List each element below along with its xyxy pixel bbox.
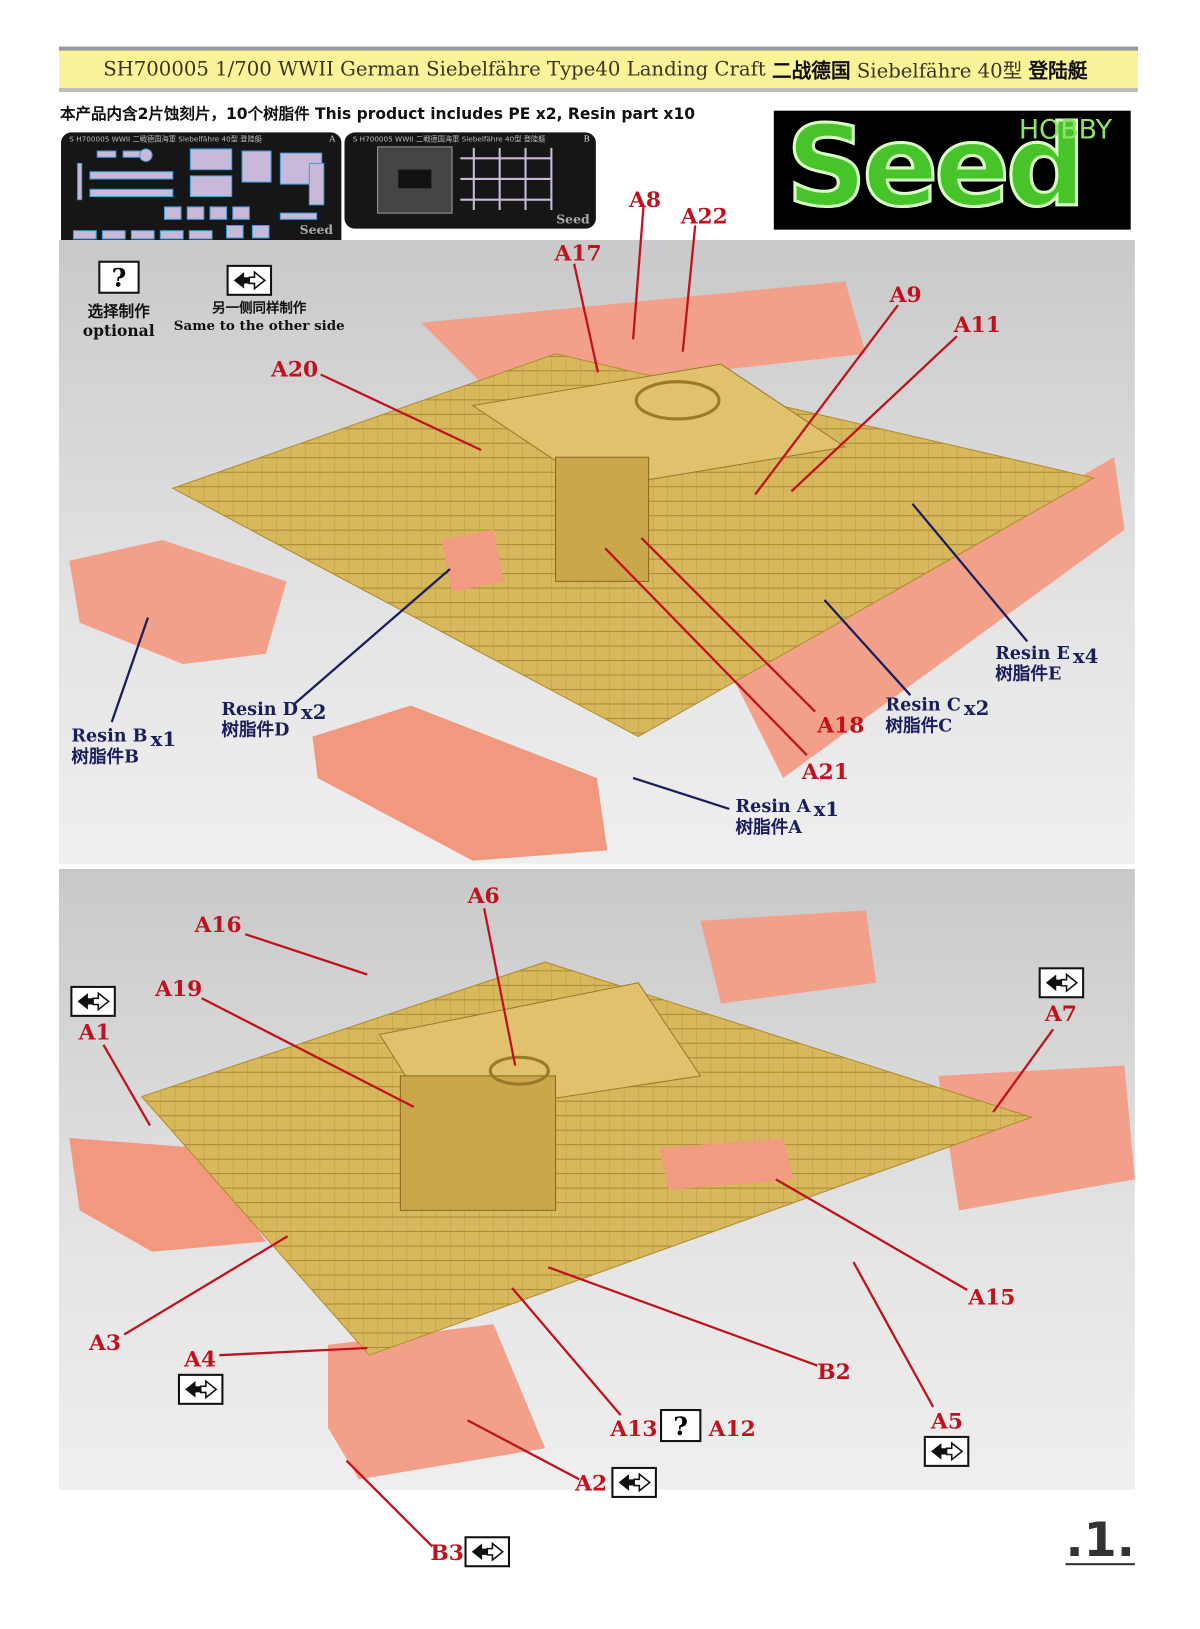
part-label: A2	[575, 1470, 608, 1496]
logo-seed: Seed	[785, 110, 1088, 230]
part-label: A21	[801, 758, 849, 785]
ship-photo-bottom	[69, 910, 1135, 1480]
legend-optional-en: optional	[82, 321, 155, 341]
resin-qty: x4	[1073, 645, 1099, 669]
contents-note: 本产品内含2片蚀刻片，10个树脂件 This product includes …	[60, 104, 696, 124]
resin-en: Resin C	[885, 695, 961, 716]
legend-same-en: Same to the other side	[173, 318, 345, 335]
pe-sheet-a: S H700005 WWII 二戦德国海軍 Siebelfähre 40型 登陸…	[61, 132, 342, 250]
part-label: A1	[78, 1018, 111, 1045]
seed-hobby-logo: Seed HOBBY	[773, 110, 1131, 230]
part-label: A11	[953, 311, 1001, 338]
title-en-2: Siebelfähre 40型	[856, 59, 1023, 83]
resin-cn: 树脂件D	[221, 719, 290, 741]
pe-sheet-b: S H700005 WWII 二戦德国海軍 Siebelfähre 40型 登陸…	[344, 132, 596, 229]
resin-en: Resin D	[221, 699, 298, 721]
pe-brand: Seed	[299, 222, 334, 237]
part-label: B2	[817, 1358, 851, 1385]
part-label: A5	[931, 1407, 964, 1434]
part-label: A7	[1044, 1000, 1077, 1027]
legend-optional-cn: 选择制作	[87, 302, 150, 321]
part-label: A22	[680, 202, 728, 229]
title-cn: 二战德国	[771, 59, 851, 83]
resin-qty: x2	[301, 701, 327, 725]
resin-qty: x1	[813, 798, 839, 822]
part-label: A4	[184, 1345, 217, 1372]
resin-qty: x2	[963, 697, 990, 721]
optional-icon: ?	[660, 1408, 702, 1443]
resin-en: Resin B	[71, 726, 148, 747]
same-other-side-icon	[464, 1536, 511, 1568]
same-other-side-icon	[226, 264, 273, 296]
pe-sheet-badge: B	[583, 134, 590, 144]
resin-cn: 树脂件C	[885, 715, 953, 737]
pe-sheet-caption: S H700005 WWII 二戦德国海軍 Siebelfähre 40型 登陸…	[352, 135, 546, 144]
title-cn-2: 登陆艇	[1028, 59, 1088, 83]
same-other-side-icon	[923, 1435, 970, 1467]
part-label: A20	[271, 355, 319, 382]
title-banner: SH700005 1/700 WWII German Siebelfähre T…	[58, 46, 1138, 93]
resin-en: Resin A	[735, 796, 811, 818]
same-other-side-icon	[611, 1466, 657, 1498]
resin-cn: 树脂件A	[735, 816, 802, 838]
page-number: .1.	[1065, 1511, 1135, 1568]
optional-icon: ?	[98, 260, 140, 294]
part-label: A18	[817, 711, 865, 738]
title-en: SH700005 1/700 WWII German Siebelfähre T…	[103, 57, 766, 81]
part-label: A9	[889, 281, 922, 308]
part-label: A17	[554, 240, 602, 266]
part-label: A16	[194, 911, 242, 938]
part-label: A12	[708, 1415, 756, 1442]
part-label: A15	[968, 1283, 1016, 1310]
ship-photo-top	[69, 281, 1125, 861]
part-label: A8	[628, 186, 661, 213]
same-other-side-icon	[1038, 967, 1085, 999]
resin-cn: 树脂件B	[71, 746, 140, 768]
photo-panel-top	[58, 240, 1135, 864]
part-label: A3	[88, 1329, 121, 1356]
resin-en: Resin E	[995, 643, 1070, 665]
logo-hobby: HOBBY	[1018, 114, 1113, 146]
legend-same-cn: 另一侧同样制作	[212, 301, 307, 317]
pe-parts-illustration	[72, 148, 325, 240]
resin-cn: 树脂件E	[995, 663, 1062, 685]
part-label: A19	[155, 975, 203, 1002]
resin-qty: x1	[150, 728, 177, 752]
same-other-side-icon	[70, 985, 116, 1017]
part-label: B3	[430, 1539, 464, 1566]
same-other-side-icon	[177, 1373, 224, 1405]
part-label: A6	[467, 882, 500, 909]
pe-sheet-badge: A	[329, 134, 336, 144]
pe-brand: Seed	[556, 212, 590, 227]
part-label: A13	[610, 1415, 658, 1442]
pe-parts-illustration	[377, 146, 553, 214]
pe-sheet-caption: S H700005 WWII 二戦德国海軍 Siebelfähre 40型 登陸…	[69, 135, 263, 144]
